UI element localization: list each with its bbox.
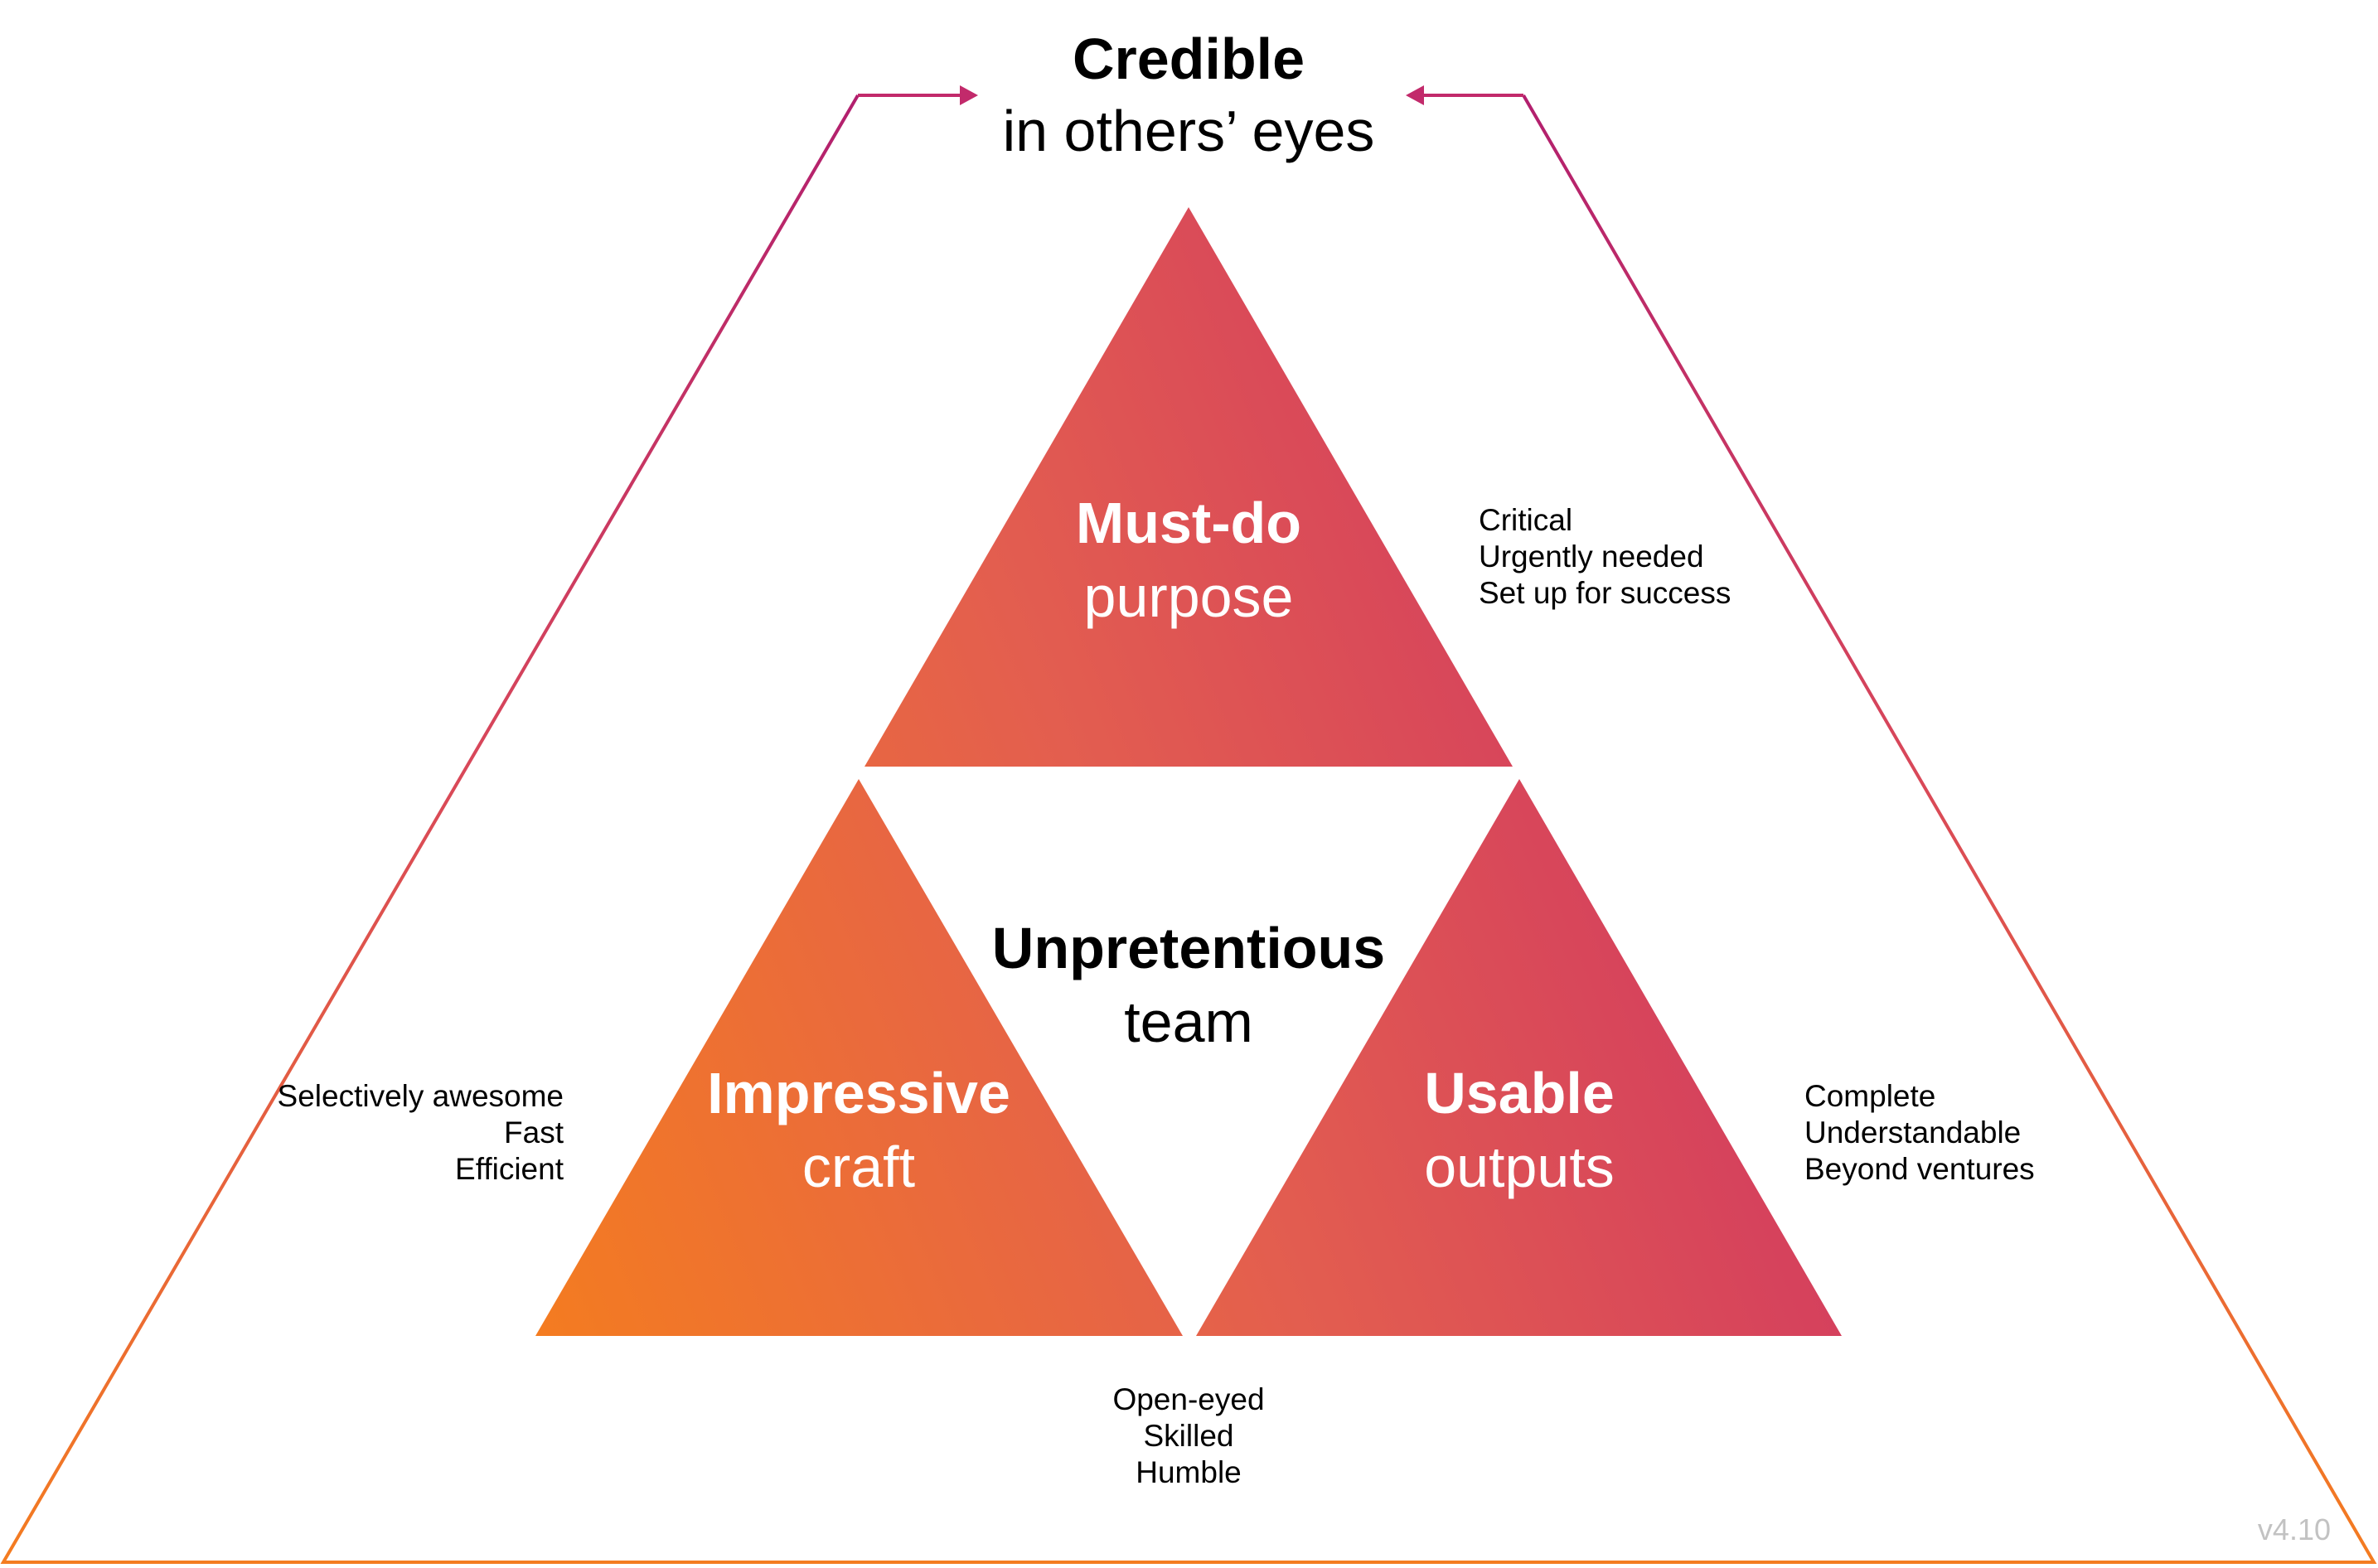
list-item: Critical: [1479, 503, 1572, 537]
list-item: Humble: [1136, 1455, 1242, 1489]
right-arrow-icon: [1406, 85, 1424, 105]
center-title: Unpretentious: [992, 916, 1385, 980]
list-item: Urgently needed: [1479, 540, 1704, 573]
purpose-list: Critical Urgently needed Set up for succ…: [1479, 503, 1731, 610]
header-title: Credible: [1073, 27, 1305, 91]
outputs-title: Usable: [1424, 1061, 1615, 1125]
craft-list: Selectively awesome Fast Efficient: [278, 1079, 564, 1186]
left-arrow-icon: [960, 85, 978, 105]
list-item: Set up for success: [1479, 576, 1731, 610]
triangle-outputs: [1196, 779, 1842, 1336]
triangle-purpose: [865, 207, 1513, 767]
version-label: v4.10: [2258, 1512, 2331, 1546]
outputs-list: Complete Understandable Beyond ventures: [1804, 1079, 2035, 1186]
outputs-subtitle: outputs: [1424, 1135, 1615, 1199]
list-item: Understandable: [1804, 1116, 2021, 1149]
list-item: Beyond ventures: [1804, 1152, 2035, 1186]
list-item: Skilled: [1144, 1419, 1234, 1453]
craft-title: Impressive: [707, 1061, 1010, 1125]
list-item: Open-eyed: [1112, 1382, 1264, 1416]
outer-pyramid-frame: [0, 94, 2377, 1564]
triangle-craft: [535, 779, 1183, 1336]
craft-subtitle: craft: [802, 1135, 915, 1199]
list-item: Fast: [504, 1116, 564, 1149]
list-item: Complete: [1804, 1079, 1935, 1113]
list-item: Selectively awesome: [278, 1079, 564, 1113]
header-subtitle: in others’ eyes: [1003, 99, 1375, 163]
purpose-subtitle: purpose: [1084, 564, 1294, 629]
list-item: Efficient: [455, 1152, 564, 1186]
purpose-title: Must-do: [1076, 491, 1301, 555]
center-subtitle: team: [1124, 990, 1253, 1054]
team-list: Open-eyed Skilled Humble: [1112, 1382, 1264, 1489]
